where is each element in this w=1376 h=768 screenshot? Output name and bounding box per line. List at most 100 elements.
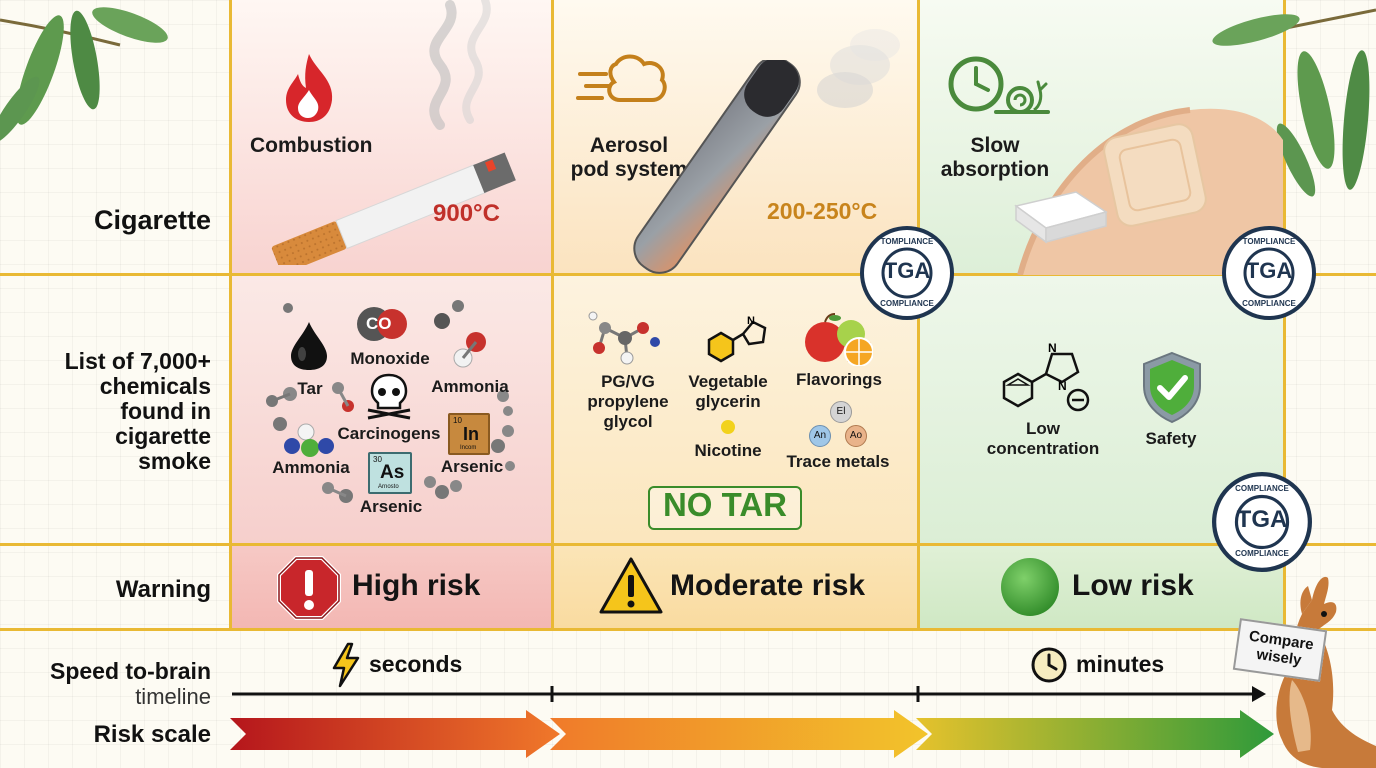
eucalyptus-leaves-icon <box>0 7 168 144</box>
warning-triangle-icon <box>599 557 663 614</box>
aerosol-cloud-icon <box>576 54 667 102</box>
eucalyptus-leaves-icon <box>1212 8 1376 197</box>
oil-drop-icon <box>291 322 327 370</box>
risk-scale-arrows <box>230 710 1274 758</box>
timeline-minutes-label: minutes <box>1076 651 1165 677</box>
tga-compliance-badge <box>1212 472 1312 572</box>
carcinogens-label: Carcinogens <box>337 424 441 443</box>
row-label-line: cigarette <box>115 423 211 449</box>
tga-badge-text: TGA <box>1236 506 1288 533</box>
smoke-icon <box>429 0 491 130</box>
tga-ring-text: TOMPLIANCE <box>880 237 934 246</box>
grid-line <box>0 543 1376 546</box>
pgvg-label-line: glycol <box>603 412 653 431</box>
ammonia-label-top: Ammonia <box>431 377 509 396</box>
safety-label: Safety <box>1145 429 1197 448</box>
low-concentration-line: concentration <box>986 439 1100 458</box>
grid-line <box>229 0 232 630</box>
element-symbol: As <box>380 462 405 483</box>
slow-absorption-line: absorption <box>940 158 1050 181</box>
row-label-speed: Speed to-brain <box>49 658 211 684</box>
element-symbol: In <box>463 424 479 444</box>
combustion-label: Combustion <box>250 134 373 157</box>
grid-line <box>0 273 1376 276</box>
grid-line <box>0 628 1376 631</box>
element-name: Incom <box>460 445 477 451</box>
cell-aerosol-chemicals <box>554 276 919 544</box>
row-label-timeline: timeline <box>135 684 211 709</box>
element-number: 10 <box>453 416 462 425</box>
risk-arrow-moderate <box>550 710 928 758</box>
tga-ring-text: COMPLIANCE <box>880 299 934 308</box>
element-name: Arnosto <box>378 484 399 490</box>
nicotine-structure-icon: N <box>707 315 767 363</box>
warning-octagon-icon <box>277 556 341 620</box>
risk-arrow-high <box>230 710 560 758</box>
grid-line <box>551 0 554 630</box>
pgvg-label-line: propylene <box>587 392 669 411</box>
clock-icon <box>948 56 1004 112</box>
vape-pod-icon <box>633 60 801 274</box>
ammonia-label-bottom: Ammonia <box>272 458 350 477</box>
indium-element-tile: 10 In Incom <box>448 413 490 455</box>
arsenic-label-right: Arsenic <box>440 457 504 476</box>
green-circle-icon <box>1001 558 1059 616</box>
skull-icon <box>367 373 411 420</box>
low-concentration-label: Low concentration <box>978 419 1108 459</box>
carbon-monoxide-icon <box>357 307 407 341</box>
molecule-icon <box>266 300 515 503</box>
co-label: CO <box>366 314 392 333</box>
gum-icon <box>1014 191 1108 244</box>
smoke-icon <box>817 29 900 108</box>
kangaroo-icon <box>1276 576 1376 768</box>
tga-ring-text: TOMPLIANCE <box>1242 237 1296 246</box>
monoxide-label: Monoxide <box>350 349 430 368</box>
arsenic-label-bottom: Arsenic <box>359 497 423 516</box>
trace-metal-el: El <box>830 401 852 423</box>
aerosol-temperature: 200-250°C <box>767 198 878 224</box>
row-label-chemicals: List of 7,000+ chemicals found in cigare… <box>0 349 211 474</box>
nicotine-structure-icon: N N <box>1002 341 1090 412</box>
tga-compliance-badge <box>1222 226 1316 320</box>
tga-ring-text: COMPLIANCE <box>1235 484 1289 493</box>
tar-label: Tar <box>297 379 323 398</box>
molecule-icon <box>588 311 660 365</box>
cell-low-risk <box>920 546 1285 628</box>
tga-compliance-badge <box>860 226 954 320</box>
nicotine-dot <box>721 420 735 434</box>
vegetable-glycerin-label: Vegetable glycerin <box>682 372 774 412</box>
combustion-temperature: 900°C <box>433 200 500 227</box>
nicotine-label: Nicotine <box>694 441 762 460</box>
trace-metal-an: An <box>809 425 831 447</box>
row-label-risk-scale: Risk scale <box>93 721 211 748</box>
veg-label-line: glycerin <box>695 392 761 411</box>
moderate-risk-label: Moderate risk <box>670 569 866 602</box>
tga-badge-text: TGA <box>883 258 931 283</box>
flavorings-label: Flavorings <box>796 370 882 389</box>
cigarette-icon <box>271 152 516 265</box>
low-concentration-line: Low <box>1026 419 1060 438</box>
timeline-seconds-label: seconds <box>369 651 463 677</box>
aerosol-label-line: Aerosol <box>589 134 669 157</box>
pgvg-label: PG/VG propylene glycol <box>578 372 678 432</box>
flame-icon <box>286 54 333 122</box>
no-tar-label: NO TAR <box>662 486 788 523</box>
row-label-line: smoke <box>138 448 211 474</box>
snail-icon <box>994 80 1050 114</box>
lightning-icon <box>332 642 360 688</box>
tga-ring-text: COMPLIANCE <box>1242 299 1296 308</box>
row-label-line: found in <box>120 398 211 424</box>
arsenic-element-tile: 30 As Arnosto <box>368 452 412 494</box>
nicotine-patch-icon <box>1103 123 1207 227</box>
tga-ring-text: COMPLIANCE <box>1235 549 1289 558</box>
shield-check-icon <box>1143 351 1201 424</box>
apple-orange-icon <box>805 313 873 366</box>
svg-text:N: N <box>1048 341 1057 355</box>
row-label-warning: Warning <box>115 576 211 603</box>
aerosol-label: Aerosol pod system <box>570 134 688 182</box>
trace-metal-ao: Ao <box>845 425 867 447</box>
tga-badge-text: TGA <box>1245 258 1293 283</box>
pgvg-label-line: PG/VG <box>601 372 655 391</box>
high-risk-label: High risk <box>352 569 481 602</box>
row-label-line: List of 7,000+ <box>64 348 211 374</box>
